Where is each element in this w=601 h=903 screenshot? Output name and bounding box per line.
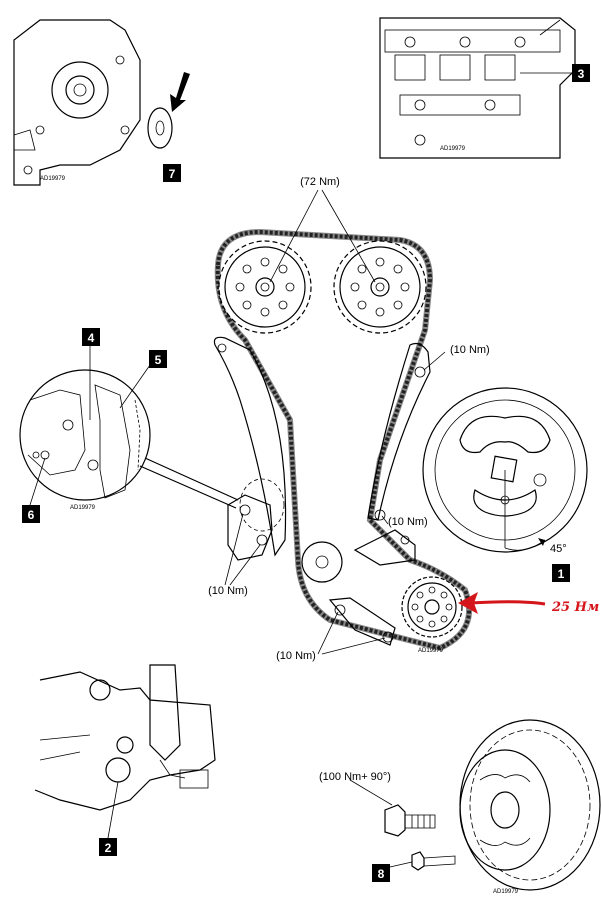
crank-pulley-detail: (100 Nm+ 90°) AD19979 (319, 719, 601, 895)
torque-camshaft-label: (72 Nm) (300, 176, 340, 188)
svg-text:8: 8 (378, 867, 385, 881)
drawing-code-zoom: AD19979 (70, 505, 96, 511)
torque-upper-guide-label: (10 Nm) (450, 344, 490, 356)
camshaft-sprocket-right (333, 240, 427, 334)
washer-arrow-icon (170, 72, 190, 112)
washer-7 (147, 107, 173, 149)
callout-4: 4 (82, 328, 100, 346)
torque-pulley-label: (100 Nm+ 90°) (319, 771, 391, 783)
crank-sensor-detail (34, 664, 216, 839)
idler-sprocket (301, 541, 343, 583)
callout-2: 2 (99, 838, 117, 856)
torque-annotation: 25 Нм (458, 592, 599, 615)
svg-text:2: 2 (105, 841, 112, 855)
cylinder-head-detail-panel: AD19979 (379, 17, 576, 159)
chain-tensioner (227, 494, 273, 561)
svg-text:4: 4 (88, 331, 95, 345)
drawing-code-3: AD19979 (440, 146, 466, 152)
drawing-code-main: AD19979 (418, 648, 444, 654)
torque-lower-guide-label: (10 Nm) (276, 650, 316, 662)
callout-1: 1 (552, 564, 570, 582)
callout-5: 5 (149, 350, 167, 368)
tensioner-zoom-detail: AD19979 (19, 344, 239, 511)
annotation-text: 25 Нм (551, 600, 599, 615)
svg-text:3: 3 (578, 67, 585, 81)
svg-text:7: 7 (169, 167, 176, 181)
lower-chain-guide (328, 597, 396, 646)
drawing-code-1: AD19979 (40, 176, 66, 182)
callout-3: 3 (572, 64, 590, 82)
callout-7: 7 (163, 164, 181, 182)
svg-text:6: 6 (28, 508, 35, 522)
cover-detail-panel: AD19979 (13, 19, 190, 186)
callout-8: 8 (372, 864, 390, 882)
tensioner-guide-left (213, 336, 287, 557)
callout-6: 6 (22, 505, 40, 523)
angle-label: 45° (550, 543, 567, 555)
drawing-code-pulley: AD19979 (493, 889, 519, 895)
timing-chain-assembly: (72 Nm) (10 Nm) (10 Nm) (10 Nm) (10 Nm) … (208, 176, 490, 662)
torque-tensioner-right-label: (10 Nm) (388, 516, 428, 528)
crankshaft-sprocket (401, 576, 463, 638)
svg-text:5: 5 (155, 353, 162, 367)
torque-tensioner-left-label: (10 Nm) (208, 585, 248, 597)
red-arrow-icon (469, 600, 546, 606)
chain-guide-right (367, 342, 431, 521)
camshaft-sprocket-left (218, 240, 312, 334)
crank-hub-detail: 45° (422, 387, 588, 555)
svg-text:1: 1 (558, 567, 565, 581)
pulley-bolt-small (411, 851, 425, 871)
tensioner-plate-right (353, 529, 416, 566)
pulley-bolt (384, 804, 406, 837)
